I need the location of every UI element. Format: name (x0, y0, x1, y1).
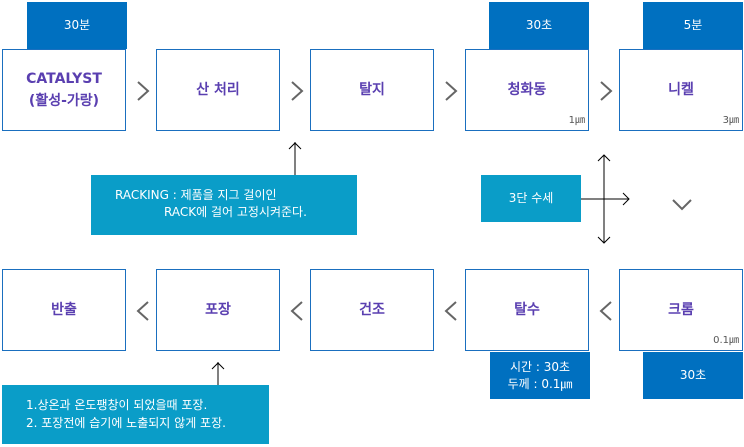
thickness-label: 0.1㎛ (713, 335, 739, 346)
step-chrome: 크롬 0.1㎛ (619, 269, 743, 351)
chevron-left-icon (290, 301, 303, 321)
chevron-left-icon (599, 301, 612, 321)
time-tab-catalyst: 30분 (27, 2, 127, 49)
racking-line2: RACK에 걸어 고정시켜준다. (164, 205, 307, 219)
arrow-up-icon (288, 142, 302, 176)
dehydration-spec-tab: 시간 : 30초 두께 : 0.1㎛ (490, 352, 590, 399)
step-label: 니켈 (668, 82, 694, 98)
racking-line1: RACKING : 제품을 지그 걸이인 (115, 188, 277, 202)
time-tab-nickel: 5분 (643, 2, 743, 49)
step-dehydration: 탈수 (465, 269, 589, 351)
step-acid-treatment: 산 처리 (156, 49, 280, 131)
chevron-down-icon (672, 199, 692, 211)
step-label: 청화동 (507, 82, 547, 98)
arrow-up-icon (211, 362, 225, 386)
time-tab-copper: 30초 (489, 2, 589, 49)
packing-line1: 1.상온과 온도팽창이 되었을때 포장. (26, 398, 208, 412)
chevron-right-icon (445, 81, 458, 101)
time-tab-chrome: 30초 (643, 352, 743, 399)
step-degreasing: 탈지 (310, 49, 434, 131)
cross-arrows-icon (581, 154, 630, 244)
step-packing: 포장 (156, 269, 280, 351)
packing-line2: 2. 포장전에 습기에 노출되지 않게 포장. (26, 416, 226, 430)
chevron-right-icon (600, 81, 613, 101)
racking-callout: RACKING : 제품을 지그 걸이인 RACK에 걸어 고정시켜준다. (91, 175, 357, 235)
chevron-right-icon (291, 81, 304, 101)
step-nickel: 니켈 3㎛ (619, 49, 743, 131)
packing-callout: 1.상온과 온도팽창이 되었을때 포장. 2. 포장전에 습기에 노출되지 않게… (2, 385, 269, 444)
chevron-left-icon (444, 301, 457, 321)
step-copper-cyanide: 청화동 1㎛ (465, 49, 589, 131)
thickness-label: 1㎛ (568, 115, 585, 126)
step-drying: 건조 (310, 269, 434, 351)
step-shipping: 반출 (2, 269, 126, 351)
chevron-left-icon (136, 301, 149, 321)
rinse-callout: 3단 수세 (481, 175, 581, 222)
step-catalyst: CATALYST (활성-가랑) (2, 49, 126, 131)
chevron-right-icon (137, 81, 150, 101)
thickness-label: 3㎛ (722, 115, 739, 126)
step-label: 크롬 (668, 302, 694, 318)
